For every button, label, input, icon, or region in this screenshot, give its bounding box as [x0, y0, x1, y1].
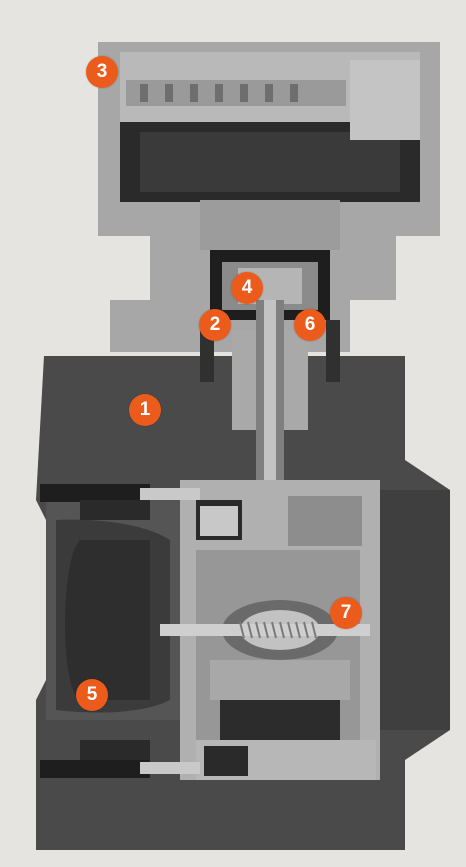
callout-2: 2 [199, 309, 231, 341]
callout-7: 7 [330, 597, 362, 629]
callout-1: 1 [129, 394, 161, 426]
callout-6: 6 [294, 309, 326, 341]
callout-3: 3 [86, 56, 118, 88]
valve-internal-housing [160, 480, 380, 780]
bolts [140, 488, 200, 774]
actuator-housing [98, 42, 440, 382]
callout-5: 5 [76, 679, 108, 711]
callout-4: 4 [231, 272, 263, 304]
